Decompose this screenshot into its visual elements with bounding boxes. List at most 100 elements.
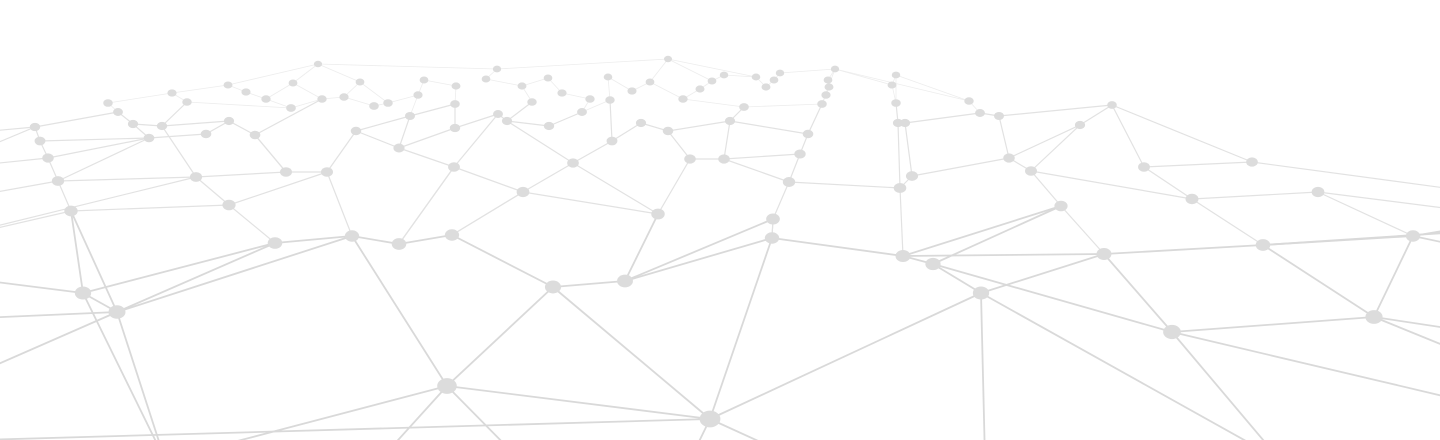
mesh-edge [57, 176, 197, 182]
mesh-node [391, 238, 407, 250]
mesh-edge [1060, 205, 1105, 255]
mesh-edge [116, 235, 353, 313]
mesh-edge [326, 130, 357, 173]
mesh-node [127, 119, 139, 129]
mesh-edge [351, 235, 448, 387]
mesh-edge [904, 112, 981, 124]
mesh-node [1107, 101, 1117, 109]
mesh-edge [897, 122, 901, 189]
mesh-node [606, 136, 618, 146]
mesh-edge [807, 103, 823, 135]
mesh-edge [1251, 161, 1440, 188]
mesh-edge [506, 120, 550, 127]
mesh-edge [581, 99, 611, 113]
mesh-edge [446, 385, 711, 420]
mesh-node [678, 95, 688, 103]
mesh-edge [1111, 104, 1253, 163]
mesh-edge [1412, 235, 1440, 243]
mesh-edge [572, 140, 613, 164]
mesh-edge [186, 101, 292, 109]
mesh-node [223, 116, 235, 126]
mesh-edge [723, 74, 757, 78]
mesh-node [517, 82, 527, 90]
mesh-node [103, 99, 113, 107]
mesh-node [684, 154, 696, 164]
mesh-edge [0, 210, 72, 229]
mesh-edge [1317, 191, 1414, 237]
mesh-edge [82, 242, 276, 294]
mesh-edge [409, 103, 456, 117]
mesh-node [719, 71, 729, 79]
mesh-node [887, 81, 897, 89]
mesh-edge [265, 82, 294, 100]
mesh-edge [611, 122, 642, 142]
mesh-node [543, 121, 555, 131]
mesh-edge [998, 115, 1010, 159]
mesh-edge [506, 120, 574, 164]
mesh-edge [649, 81, 684, 100]
mesh-edge [561, 92, 591, 100]
mesh-node [899, 118, 911, 128]
mesh-edge [254, 134, 287, 173]
mesh-edge [932, 263, 982, 294]
mesh-edge [1030, 170, 1193, 200]
mesh-edge [387, 94, 419, 104]
mesh-node [113, 108, 123, 116]
mesh-edge [902, 205, 1062, 257]
mesh-node [317, 95, 327, 103]
mesh-node [925, 257, 941, 271]
mesh-edge [0, 126, 36, 131]
mesh-node [718, 154, 730, 164]
mesh-edge [682, 98, 745, 108]
mesh-edge [1171, 331, 1440, 397]
mesh-edge [446, 385, 502, 440]
mesh-node [891, 71, 901, 79]
mesh-node [350, 126, 362, 136]
mesh-edge [980, 292, 1247, 440]
mesh-edge [161, 125, 197, 178]
mesh-edge [1262, 244, 1375, 318]
mesh-edge [398, 234, 453, 245]
mesh-node [280, 167, 292, 177]
mesh-edge [0, 126, 36, 143]
mesh-node [577, 108, 587, 116]
mesh-edge [70, 210, 84, 294]
mesh-edge [57, 137, 150, 182]
mesh-edge [895, 74, 970, 102]
mesh-node [492, 65, 502, 73]
mesh-edge [446, 286, 554, 387]
mesh-edge [572, 162, 659, 215]
mesh-edge [116, 242, 276, 313]
mesh-edge [624, 213, 659, 282]
mesh-edge [624, 218, 774, 282]
mesh-edge [317, 63, 498, 70]
mesh-node [405, 112, 415, 120]
mesh-node [1074, 120, 1086, 130]
mesh-edge [228, 204, 276, 244]
mesh-edge [237, 385, 448, 440]
mesh-node [143, 133, 155, 143]
mesh-node [288, 79, 298, 87]
mesh-edge [1171, 331, 1265, 440]
mesh-edge [485, 78, 523, 87]
mesh-node [1054, 200, 1068, 212]
mesh-node [1185, 193, 1199, 205]
mesh-edge [39, 137, 150, 142]
mesh-edge [398, 147, 455, 168]
mesh-node [794, 149, 806, 159]
mesh-edge [1262, 232, 1440, 246]
mesh-node [585, 95, 595, 103]
mesh-edge [0, 418, 711, 440]
mesh-edge [396, 385, 448, 440]
mesh-edge [451, 191, 524, 236]
mesh-edge [607, 76, 633, 92]
mesh-edge [522, 162, 574, 193]
mesh-node [627, 87, 637, 95]
mesh-edge [709, 237, 773, 420]
mesh-edge [834, 68, 970, 102]
mesh-edge [723, 120, 731, 160]
mesh-edge [453, 166, 524, 193]
mesh-node [567, 158, 579, 168]
mesh-edge [1191, 191, 1319, 200]
mesh-edge [359, 81, 389, 104]
